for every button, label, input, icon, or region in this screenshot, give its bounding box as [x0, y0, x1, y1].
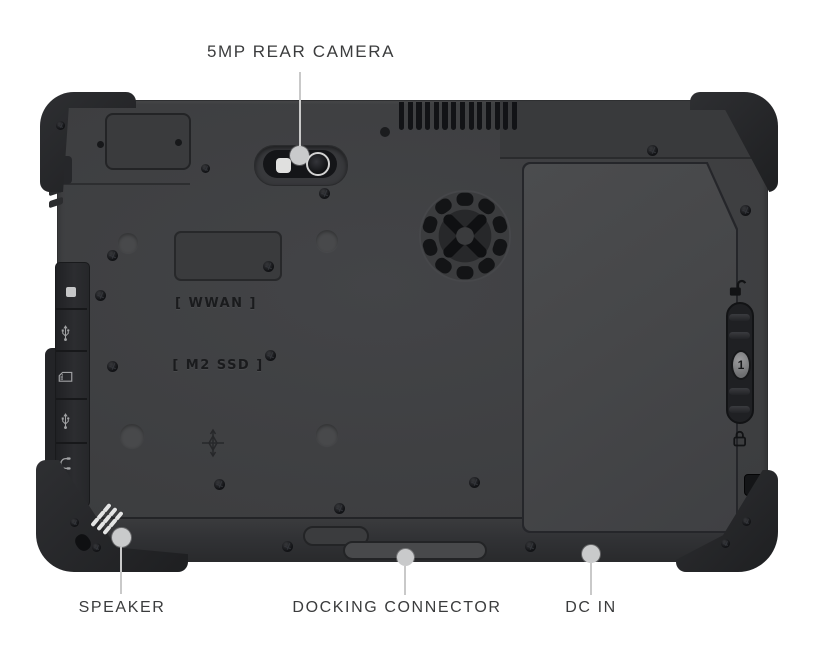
left-edge-bump	[45, 348, 58, 468]
port-door-seam	[56, 308, 87, 310]
battery-door-face	[524, 164, 736, 531]
screw	[95, 290, 106, 301]
screw	[107, 250, 118, 261]
screw	[740, 205, 751, 216]
callout-line-rear-camera	[299, 72, 301, 146]
screw	[56, 121, 65, 130]
port-door-seam	[56, 398, 87, 400]
recess-circle	[316, 424, 338, 446]
callout-dot-speaker	[112, 528, 131, 547]
latch-ridge	[729, 406, 750, 413]
screw	[265, 350, 276, 361]
sd-card-icon	[58, 371, 78, 383]
top-frame-seam	[500, 101, 766, 159]
camera-flash-icon	[276, 158, 291, 173]
usb-icon	[59, 413, 77, 430]
wwan-panel	[174, 231, 282, 281]
camera-lens-icon	[306, 152, 330, 176]
docking-connector	[343, 541, 487, 560]
port-door-seam	[56, 442, 87, 444]
screw-hole	[97, 141, 104, 148]
usb-icon	[59, 325, 77, 342]
callout-dot-rear-camera	[290, 146, 309, 165]
latch-ridge	[729, 388, 750, 395]
screw	[334, 503, 345, 514]
battery-latch-button: 1	[731, 350, 751, 380]
screw	[107, 361, 118, 372]
screw	[214, 479, 225, 490]
screw	[319, 188, 330, 199]
lock-icon	[731, 429, 748, 452]
callout-dot-dc-in	[582, 545, 600, 563]
callout-label-rear-camera: 5MP REAR CAMERA	[206, 42, 396, 61]
battery-door	[522, 162, 738, 533]
callout-line-docking-connector	[404, 566, 406, 595]
unlock-icon	[727, 279, 748, 303]
screw	[263, 261, 274, 272]
screw	[70, 518, 79, 527]
fan-grille	[418, 189, 512, 283]
latch-ridge	[729, 332, 750, 339]
port-door-seam	[56, 350, 87, 352]
recess-circle	[316, 230, 338, 252]
screw	[525, 541, 536, 552]
vent-grille	[399, 102, 518, 130]
screw-hole	[175, 139, 182, 146]
mic-hole	[380, 127, 390, 137]
card-slot-icon	[66, 287, 76, 297]
recess-circle	[118, 233, 138, 253]
callout-label-docking-connector: DOCKING CONNECTOR	[292, 599, 502, 616]
screw	[282, 541, 293, 552]
recess-circle	[120, 424, 144, 448]
callout-line-dc-in	[590, 563, 592, 595]
screw	[721, 539, 730, 548]
compass-etch-icon	[202, 428, 224, 458]
screw	[201, 164, 210, 173]
callout-label-speaker: SPEAKER	[78, 599, 166, 616]
battery-latch-button-label: 1	[737, 358, 745, 372]
callout-label-dc-in: DC IN	[565, 599, 617, 616]
screw	[92, 543, 101, 552]
callout-dot-docking-connector	[397, 549, 414, 566]
callout-line-speaker	[120, 547, 122, 594]
screw	[742, 517, 751, 526]
screw	[647, 145, 658, 156]
panel-seam	[58, 183, 190, 185]
wwan-label: [ WWAN ]	[175, 296, 257, 311]
m2-ssd-label: [ M2 SSD ]	[172, 358, 264, 373]
screw	[469, 477, 480, 488]
latch-ridge	[729, 314, 750, 321]
